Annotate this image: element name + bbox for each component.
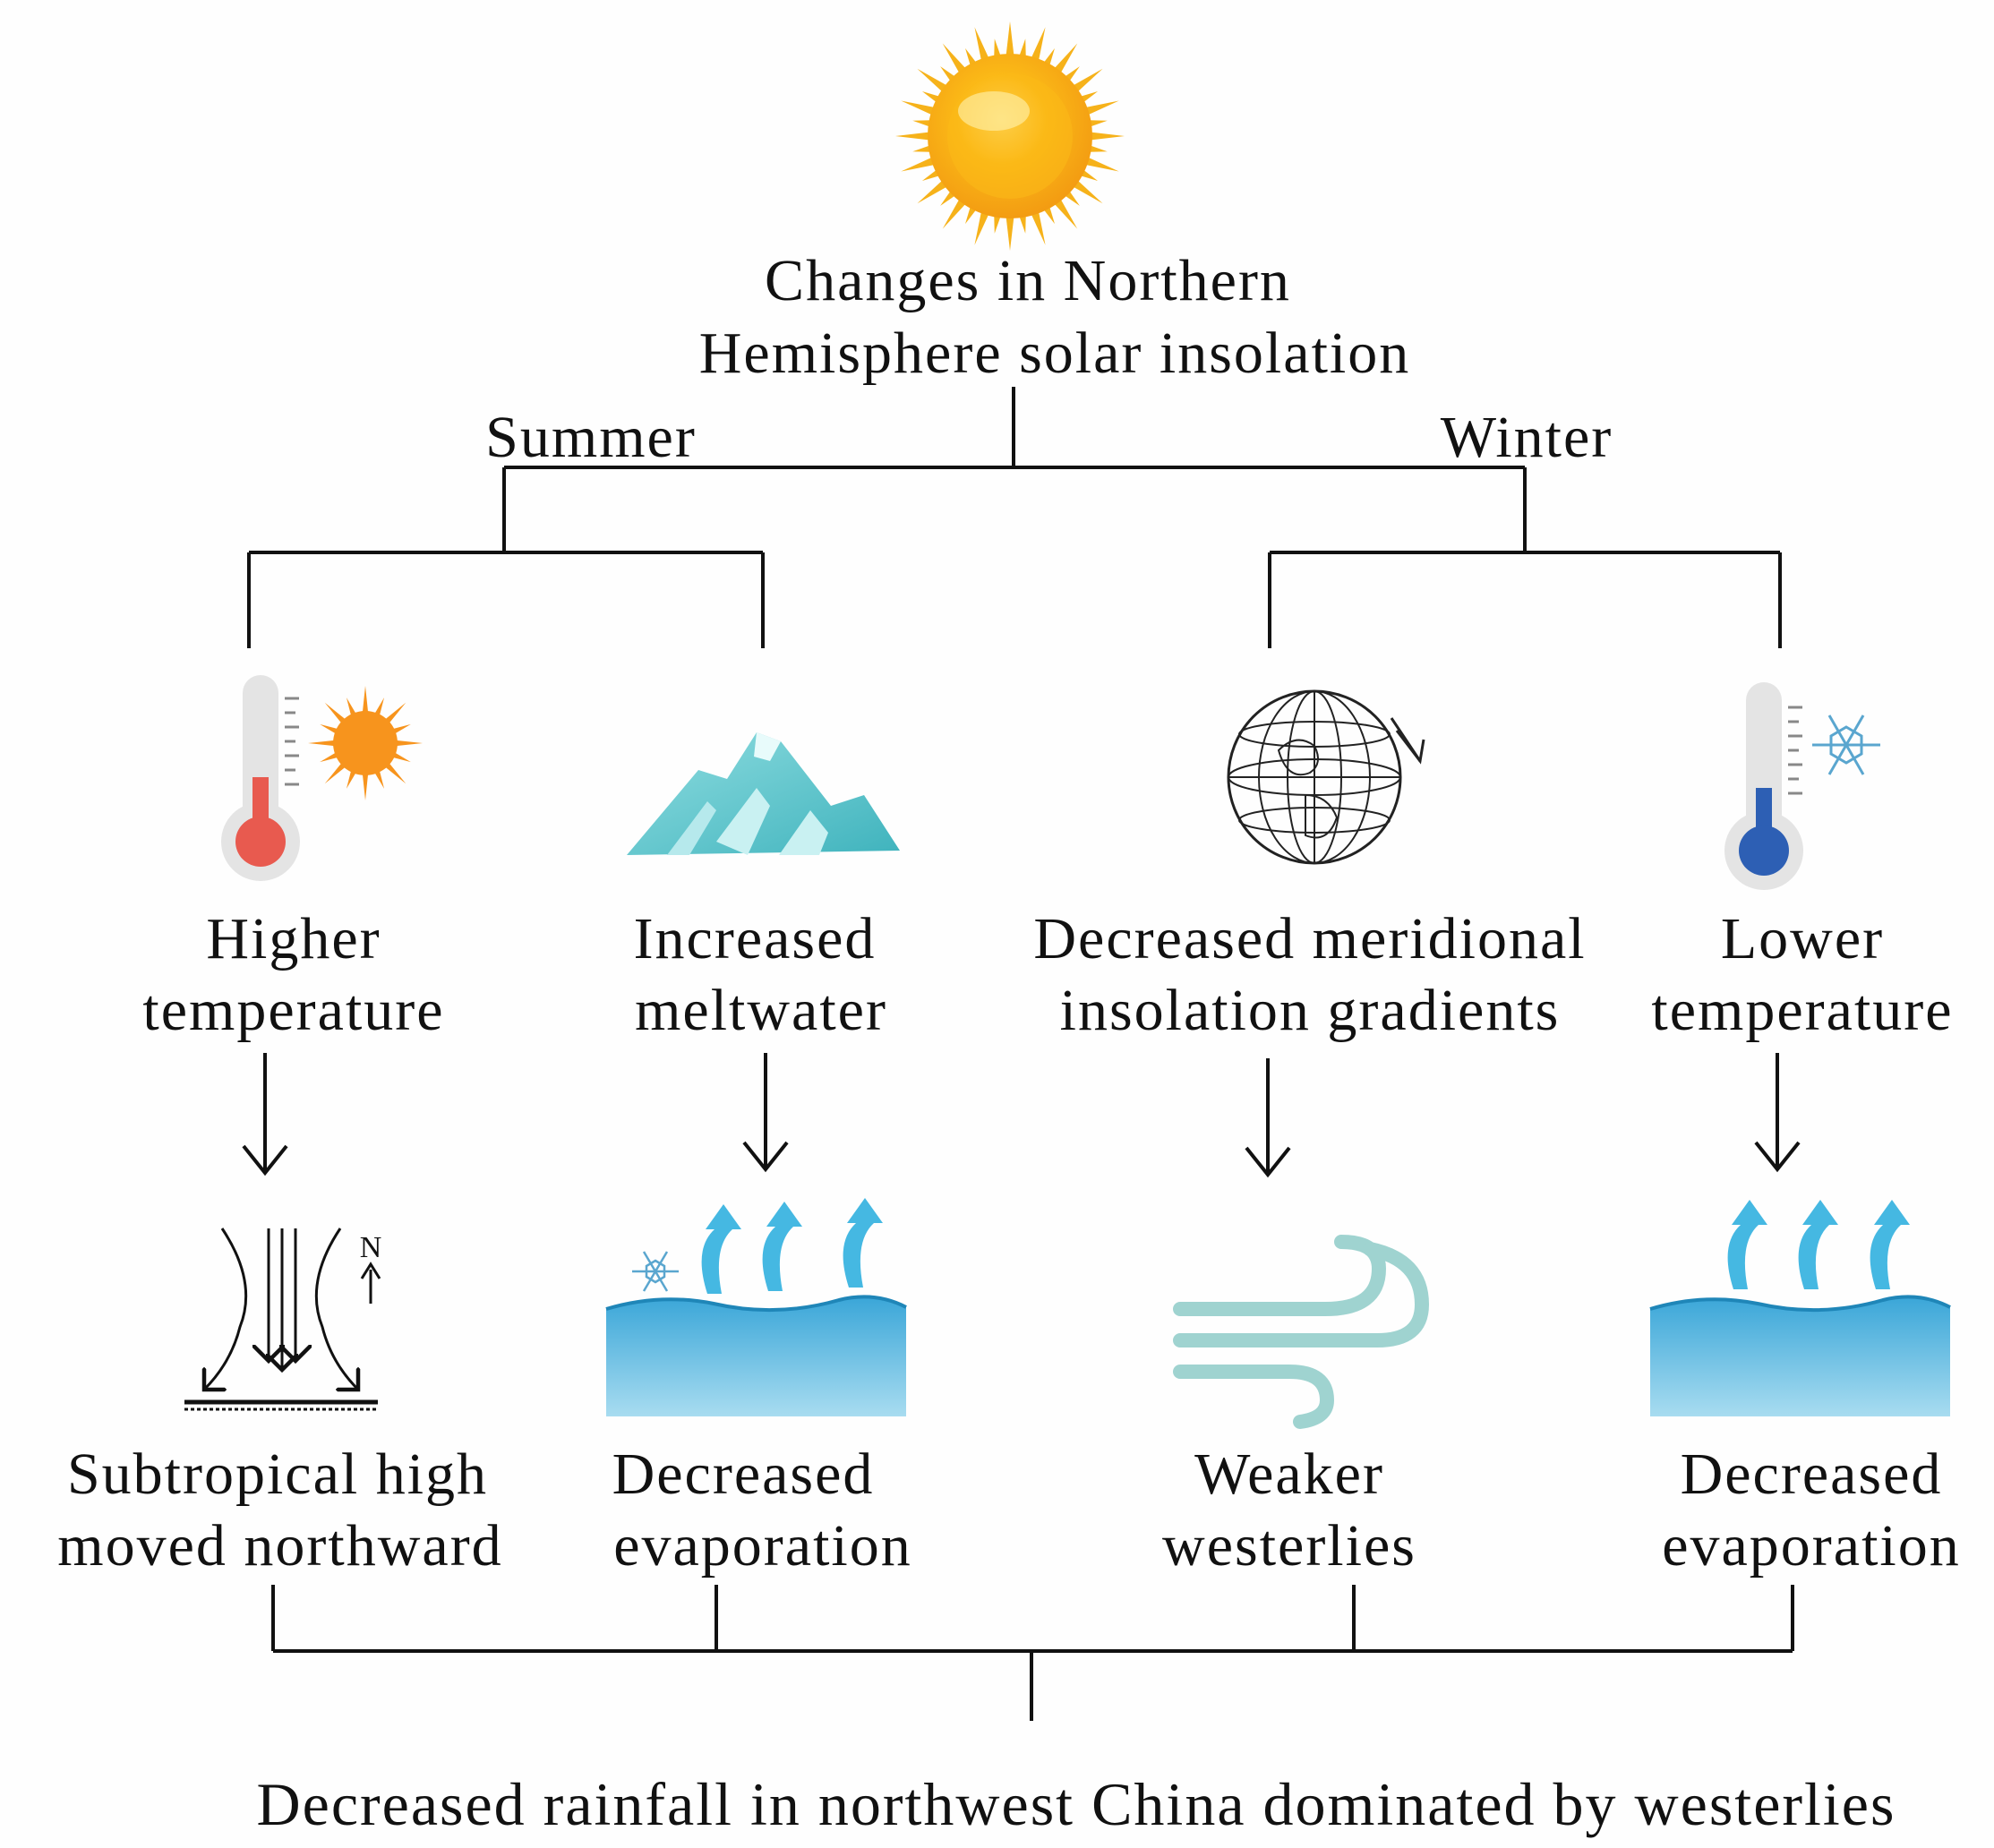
driver-label-3-line-1: Decreased meridional — [1033, 906, 1586, 971]
title-line-2: Hemisphere solar insolation — [699, 321, 1411, 386]
subsidence-flow-icon — [184, 1228, 381, 1411]
sun-ray — [362, 769, 369, 800]
effect-label-3-line-1: Weaker — [1194, 1442, 1384, 1507]
driver-label-3-line-2: insolation gradients — [1060, 978, 1561, 1043]
down-arrows — [242, 1053, 1801, 1178]
driver-label-1-line-2: temperature — [142, 978, 444, 1043]
driver-label-2-line-1: Increased — [634, 906, 877, 971]
north-label: N — [360, 1231, 382, 1264]
title-line-1: Changes in Northern — [765, 248, 1291, 313]
effect-label-1-line-1: Subtropical high — [67, 1442, 488, 1507]
water-evaporation-icon — [1649, 1200, 1951, 1416]
branch-label-winter: Winter — [1441, 405, 1613, 470]
driver-label-2-line-2: meltwater — [635, 978, 887, 1043]
effect-label-1-line-2: moved northward — [57, 1513, 502, 1578]
branch-label-summer: Summer — [485, 405, 697, 470]
effect-label-4-line-1: Decreased — [1681, 1442, 1943, 1507]
effect-label-3-line-2: westerlies — [1162, 1513, 1416, 1578]
driver-label-4-line-1: Lower — [1721, 906, 1884, 971]
arrow-down-4 — [1754, 1053, 1801, 1173]
sun-ray — [308, 740, 339, 747]
thermometer-hot-sun-icon — [221, 675, 423, 881]
effect-label-4-line-2: evaporation — [1662, 1513, 1961, 1578]
globe-icon — [1227, 689, 1425, 865]
effect-label-2-line-2: evaporation — [613, 1513, 912, 1578]
arrow-down-2 — [742, 1053, 789, 1173]
bottom-tree-connectors — [271, 1585, 1794, 1721]
effect-label-2-line-1: Decreased — [612, 1442, 875, 1507]
sun-ray — [391, 740, 423, 747]
driver-label-4-line-2: temperature — [1651, 978, 1953, 1043]
sun-icon — [895, 21, 1125, 251]
driver-label-1-line-1: Higher — [206, 906, 381, 971]
arrow-down-3 — [1245, 1058, 1291, 1178]
ice-mountain-icon — [627, 732, 900, 855]
sun-ray — [362, 686, 369, 717]
result-label: Decreased rainfall in northwest China do… — [257, 1770, 1896, 1838]
water-evaporation-snow-icon — [605, 1198, 907, 1416]
wind-icon — [1173, 1235, 1430, 1429]
thermometer-cold-snow-icon — [1724, 682, 1880, 890]
top-tree-connectors — [247, 387, 1782, 648]
arrow-down-1 — [242, 1053, 288, 1176]
